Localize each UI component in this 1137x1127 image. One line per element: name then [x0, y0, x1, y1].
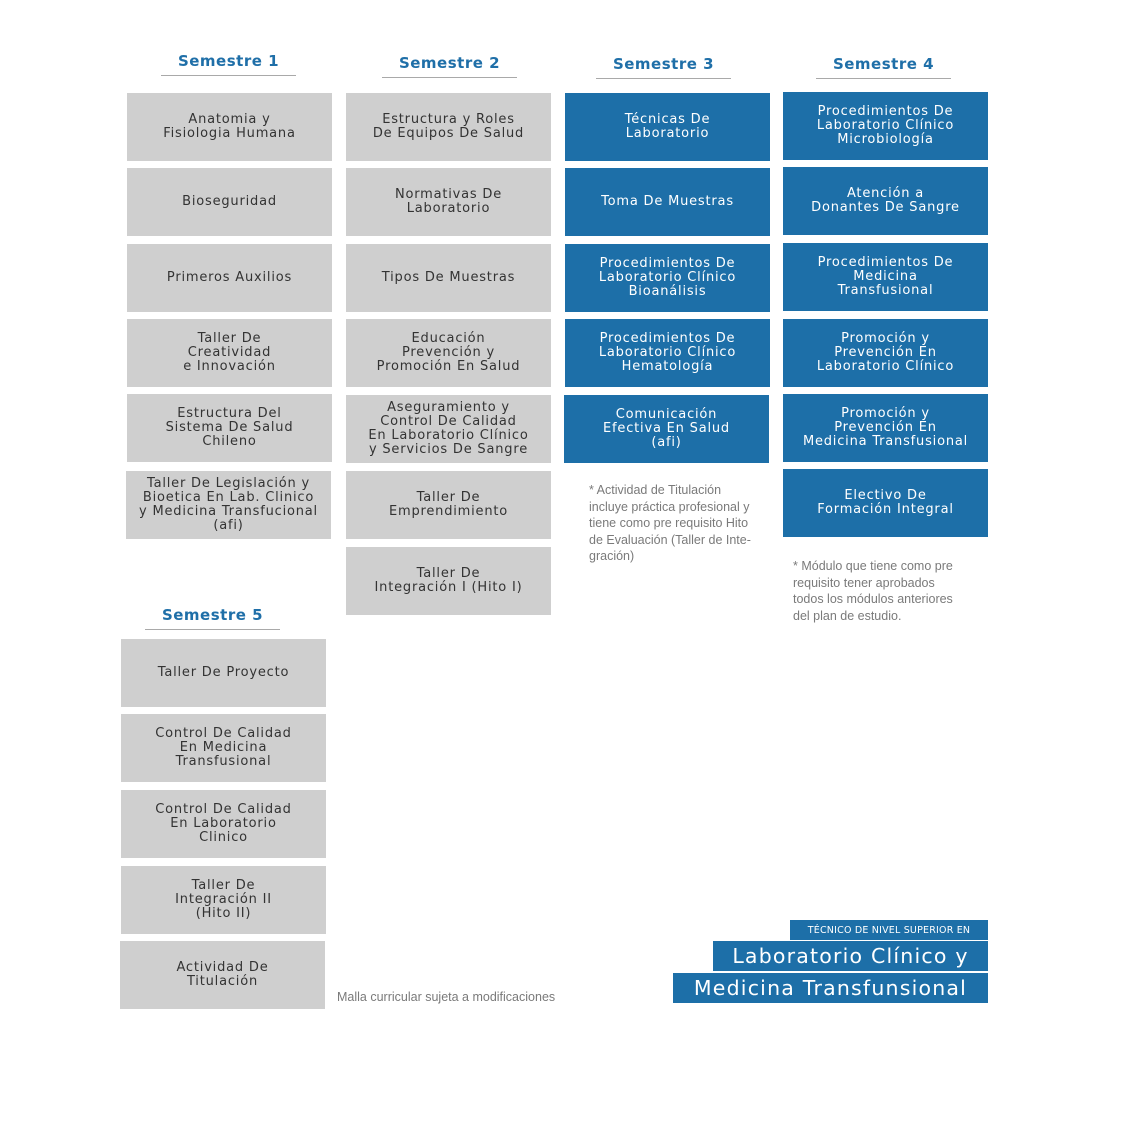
- semester-3-title: Semestre 3: [596, 55, 731, 79]
- course-box: Procedimientos De Medicina Transfusional: [783, 243, 988, 311]
- course-box: Atención a Donantes De Sangre: [783, 167, 988, 235]
- course-box: Estructura y Roles De Equipos De Salud: [346, 93, 551, 161]
- course-box: Educación Prevención y Promoción En Salu…: [346, 319, 551, 387]
- program-tag: TÉCNICO DE NIVEL SUPERIOR EN: [790, 920, 988, 940]
- semester-1-title: Semestre 1: [161, 52, 296, 76]
- semester-3-note: * Actividad de Titulación incluye prácti…: [589, 483, 751, 563]
- course-box: Promoción y Prevención En Medicina Trans…: [783, 394, 988, 462]
- course-box: Control De Calidad En Laboratorio Clinic…: [121, 790, 326, 858]
- course-box: Taller De Proyecto: [121, 639, 326, 707]
- course-box: Promoción y Prevención En Laboratorio Cl…: [783, 319, 988, 387]
- course-box: Comunicación Efectiva En Salud (afi): [564, 395, 769, 463]
- course-box: Taller De Creatividad e Innovación: [127, 319, 332, 387]
- course-box: Actividad De Titulación: [120, 941, 325, 1009]
- course-box: Electivo De Formación Integral: [783, 469, 988, 537]
- course-box: Taller De Integración I (Hito I): [346, 547, 551, 615]
- semester-2-title: Semestre 2: [382, 54, 517, 78]
- course-box: Normativas De Laboratorio: [346, 168, 551, 236]
- semester-4-note: * Módulo que tiene como pre requisito te…: [793, 559, 953, 623]
- course-box: Procedimientos De Laboratorio Clínico He…: [565, 319, 770, 387]
- course-box: Técnicas De Laboratorio: [565, 93, 770, 161]
- semester-4-title: Semestre 4: [816, 55, 951, 79]
- course-box: Procedimientos De Laboratorio Clínico Bi…: [565, 244, 770, 312]
- course-box: Tipos De Muestras: [346, 244, 551, 312]
- course-box: Taller De Legislación y Bioetica En Lab.…: [126, 471, 331, 539]
- program-title-line-1: Laboratorio Clínico y: [713, 941, 988, 971]
- course-box: Estructura Del Sistema De Salud Chileno: [127, 394, 332, 462]
- course-box: Procedimientos De Laboratorio Clínico Mi…: [783, 92, 988, 160]
- course-box: Toma De Muestras: [565, 168, 770, 236]
- course-box: Anatomia y Fisiologia Humana: [127, 93, 332, 161]
- course-box: Primeros Auxilios: [127, 244, 332, 312]
- course-box: Taller De Integración II (Hito II): [121, 866, 326, 934]
- program-title-line-2: Medicina Transfunsional: [673, 973, 988, 1003]
- course-box: Control De Calidad En Medicina Transfusi…: [121, 714, 326, 782]
- footer-note: Malla curricular sujeta a modificaciones: [337, 990, 556, 1004]
- course-box: Bioseguridad: [127, 168, 332, 236]
- course-box: Taller De Emprendimiento: [346, 471, 551, 539]
- semester-5-title: Semestre 5: [145, 606, 280, 630]
- course-box: Aseguramiento y Control De Calidad En La…: [346, 395, 551, 463]
